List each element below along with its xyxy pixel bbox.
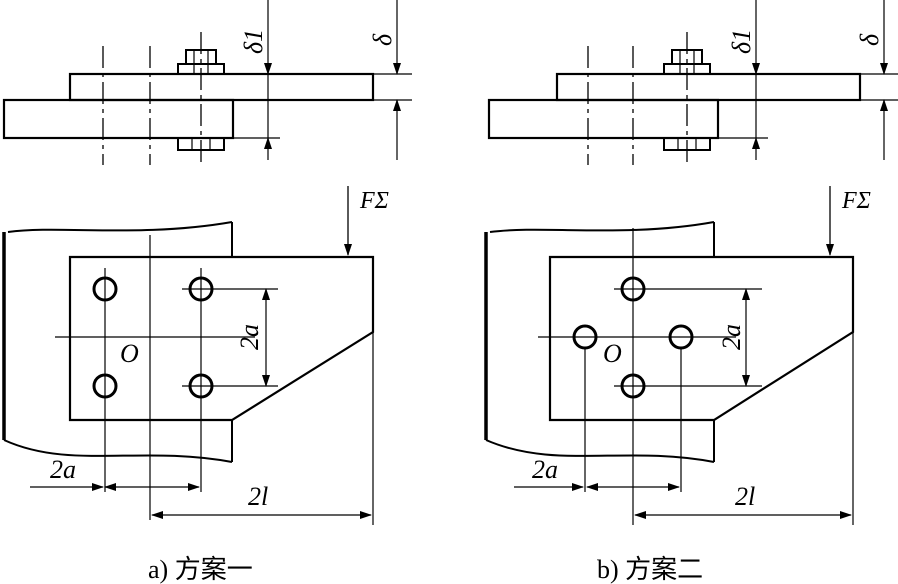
- delta1-label: δ1: [239, 29, 268, 54]
- center-label: O: [603, 339, 622, 368]
- two-a-horizontal-label: 2a: [50, 455, 76, 484]
- two-l-label: 2l: [248, 482, 268, 511]
- two-a-vertical-label: 2a: [717, 324, 746, 350]
- delta-label: δ: [855, 33, 884, 46]
- panel-a-plan-view: 2a O FΣ 2a 2l: [2, 186, 389, 525]
- force-label: FΣ: [841, 188, 871, 214]
- panel-a-side-view: δ1 δ: [2, 0, 412, 165]
- center-label: O: [120, 339, 139, 368]
- two-a-vertical-label: 2a: [235, 324, 264, 350]
- panel-b-caption: b) 方案二: [597, 555, 703, 584]
- delta-label: δ: [368, 33, 397, 46]
- two-l-label: 2l: [735, 482, 755, 511]
- force-label: FΣ: [359, 188, 389, 214]
- panel-a-caption: a) 方案一: [148, 555, 253, 584]
- panel-b: δ1 δ 2a O FΣ: [484, 0, 898, 584]
- panel-b-plan-view: 2a O FΣ 2a 2l: [484, 186, 871, 525]
- panel-b-side-view: δ1 δ: [487, 0, 898, 165]
- panel-a: δ1 δ 2a: [2, 0, 412, 584]
- delta1-label: δ1: [727, 29, 756, 54]
- two-a-horizontal-label: 2a: [532, 455, 558, 484]
